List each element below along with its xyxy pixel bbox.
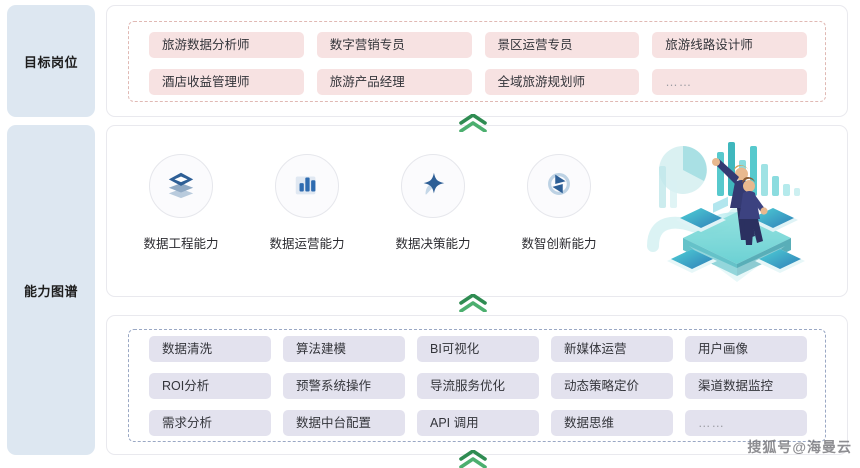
capability-label: 数据决策能力 xyxy=(395,237,471,251)
skill-tag[interactable]: 预警系统操作 xyxy=(283,373,405,399)
target-positions-panel: 旅游数据分析师 数字营销专员 景区运营专员 旅游线路设计师 酒店收益管理师 旅游… xyxy=(106,5,848,117)
skill-tag[interactable]: 新媒体运营 xyxy=(551,336,673,362)
capability-panel: 数据工程能力 数据运营能力 xyxy=(106,125,848,297)
skill-tag[interactable]: API 调用 xyxy=(417,410,539,436)
target-positions-tag-grid: 旅游数据分析师 数字营销专员 景区运营专员 旅游线路设计师 酒店收益管理师 旅游… xyxy=(149,32,807,95)
four-point-star-icon xyxy=(418,169,448,204)
section-target-positions: 目标岗位 旅游数据分析师 数字营销专员 景区运营专员 旅游线路设计师 酒店收益管… xyxy=(0,5,860,117)
job-tag[interactable]: 旅游产品经理 xyxy=(316,69,472,95)
skill-tag[interactable]: ROI分析 xyxy=(149,373,271,399)
capability-label: 数智创新能力 xyxy=(521,237,597,251)
skill-tag[interactable]: 数据清洗 xyxy=(149,336,271,362)
section-label-text: 目标岗位 xyxy=(23,54,78,70)
chevron-up-icon-2 xyxy=(459,294,487,312)
job-tag[interactable]: 旅游数据分析师 xyxy=(149,32,304,58)
capability-icon-wrap xyxy=(275,154,339,218)
job-tag[interactable]: 数字营销专员 xyxy=(316,32,472,58)
skill-tag[interactable]: 导流服务优化 xyxy=(417,373,539,399)
section-label-ability-map: 能力图谱 xyxy=(7,125,95,455)
job-tag-more[interactable]: …… xyxy=(652,69,807,95)
capability-icon-wrap xyxy=(149,154,213,218)
skill-tag[interactable]: 渠道数据监控 xyxy=(685,373,807,399)
target-positions-dashed-frame xyxy=(128,21,826,102)
job-tag[interactable]: 旅游线路设计师 xyxy=(652,32,807,58)
capability-item-digital-innovation[interactable]: 数智创新能力 xyxy=(521,154,597,252)
dual-arrow-cycle-icon xyxy=(544,169,574,204)
section-label-target-positions: 目标岗位 xyxy=(7,5,95,117)
skill-tag[interactable]: 数据思维 xyxy=(551,410,673,436)
section-label-text: 能力图谱 xyxy=(23,283,78,299)
skills-panel: 数据清洗 算法建模 BI可视化 新媒体运营 用户画像 ROI分析 预警系统操作 … xyxy=(106,315,848,455)
section-ability-map: 能力图谱 数据工 xyxy=(0,125,860,455)
skill-tag-more[interactable]: …… xyxy=(685,410,807,436)
skill-tag[interactable]: 需求分析 xyxy=(149,410,271,436)
skill-tag[interactable]: 算法建模 xyxy=(283,336,405,362)
capability-icon-wrap xyxy=(401,154,465,218)
capability-list: 数据工程能力 数据运营能力 xyxy=(143,154,597,252)
ability-column: 数据工程能力 数据运营能力 xyxy=(106,125,848,455)
skills-tag-grid: 数据清洗 算法建模 BI可视化 新媒体运营 用户画像 ROI分析 预警系统操作 … xyxy=(149,336,807,436)
capability-label: 数据运营能力 xyxy=(269,237,345,251)
isometric-data-platform-illustration xyxy=(647,142,805,282)
capability-item-data-operations[interactable]: 数据运营能力 xyxy=(269,154,345,252)
chevron-up-icon-3 xyxy=(459,450,487,468)
skill-tag[interactable]: 动态策略定价 xyxy=(551,373,673,399)
job-tag[interactable]: 酒店收益管理师 xyxy=(149,69,304,95)
skill-tag[interactable]: 用户画像 xyxy=(685,336,807,362)
watermark: 搜狐号@海曼云 xyxy=(747,439,852,455)
skill-tag[interactable]: BI可视化 xyxy=(417,336,539,362)
job-tag[interactable]: 景区运营专员 xyxy=(484,32,640,58)
capability-label: 数据工程能力 xyxy=(143,237,219,251)
capability-item-data-decision[interactable]: 数据决策能力 xyxy=(395,154,471,252)
skills-dashed-frame xyxy=(128,329,826,442)
capability-icon-wrap xyxy=(527,154,591,218)
capability-item-data-engineering[interactable]: 数据工程能力 xyxy=(143,154,219,252)
layers-stack-icon xyxy=(166,169,196,204)
bar-chart-icon xyxy=(292,169,322,204)
skill-tag[interactable]: 数据中台配置 xyxy=(283,410,405,436)
job-tag[interactable]: 全域旅游规划师 xyxy=(484,69,640,95)
chevron-up-icon-1 xyxy=(459,114,487,132)
